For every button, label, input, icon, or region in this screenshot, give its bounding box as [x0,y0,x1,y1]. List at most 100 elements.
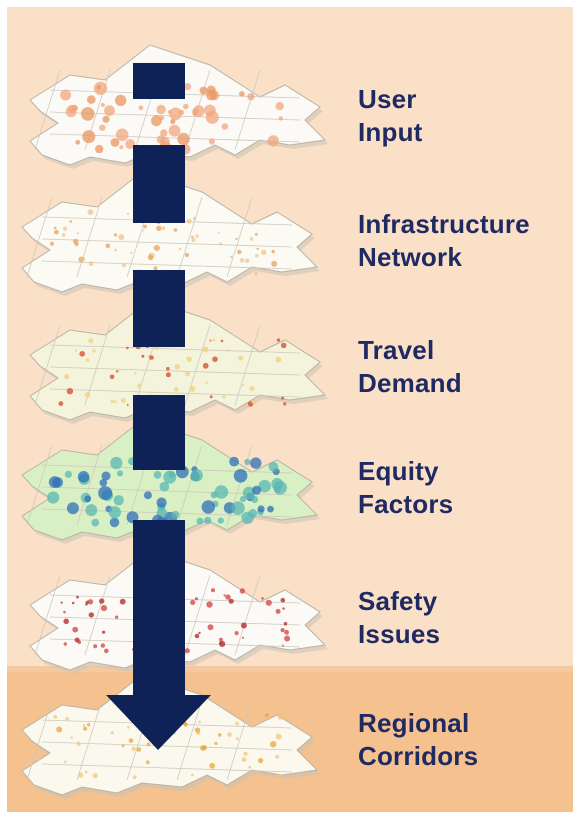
map-dot [125,139,136,149]
map-dot [63,642,67,646]
map-dot [275,101,284,111]
map-dot [146,742,151,747]
map-dot [131,746,136,752]
arrow-segment [133,520,185,640]
label-line-1: Equity [358,456,439,486]
map-dot [88,338,94,344]
map-dot [209,762,216,769]
map-dot [194,597,199,601]
map-dot [235,721,239,726]
map-dot [173,387,179,392]
map-dot [80,256,86,262]
map-dot [196,517,204,525]
map-dot [102,630,106,634]
map-dot [126,403,129,406]
map-dot [239,91,245,97]
map-dot [227,349,230,352]
map-layer-2 [21,171,320,296]
map-dot [160,129,168,137]
map-dot [235,737,239,741]
map-dot [119,145,124,150]
map-dot [163,470,177,484]
map-dot [282,607,285,610]
map-dot [142,229,145,232]
map-dot [47,491,60,504]
map-dot [267,135,279,147]
map-dot [271,260,278,267]
map-dot [64,470,72,478]
map-dot [105,243,111,249]
map-dot [127,726,130,729]
map-dot [87,599,94,605]
map-layer-1 [29,44,328,169]
arrow-shaft [133,640,185,695]
map-dot [156,497,167,508]
map-grid-line [26,444,53,526]
map-grid-line [176,196,203,278]
map-dot [212,356,218,363]
map-dot [264,713,269,718]
map-grid-line [41,260,293,270]
map-dot [88,612,95,618]
map-grid-line [226,699,253,781]
label-line-1: Safety [358,586,438,616]
map-dot [201,500,215,514]
map-dot [145,760,150,765]
map-dot [249,237,254,241]
map-dot [280,342,287,349]
map-dot [233,469,248,483]
map-dot [202,362,209,369]
label-safety-issues: Safety Issues [358,585,440,651]
map-dot [74,637,80,643]
map-dot [184,252,189,258]
map-dot [282,644,284,647]
map-dot [50,241,54,246]
label-line-2: Factors [358,489,454,519]
map-dot [84,495,92,503]
map-dot [156,225,162,231]
map-grid-line [234,69,261,151]
map-dot [72,626,79,633]
map-dot [214,741,218,746]
map-dot [48,476,61,488]
map-dot [126,346,129,350]
label-equity-factors: Equity Factors [358,455,453,521]
map-dot [275,754,280,759]
map-grid-line [234,324,261,406]
map-dot [278,773,283,778]
map-dot [152,246,155,249]
map-dot [242,486,256,499]
map-dot [92,773,98,779]
map-dot [239,588,246,594]
map-dot [95,144,104,154]
map-dot [261,249,267,255]
label-line-2: Demand [358,368,462,398]
map-dot [110,399,115,404]
map-dot [212,338,216,342]
map-dot [98,486,113,501]
map-dot [60,601,63,604]
map-dot [121,398,126,403]
map-dot [126,212,130,215]
map-dot [186,356,192,363]
map-dot [183,721,188,726]
map-dot [254,271,258,276]
map-dot [58,401,64,406]
map-dot [153,266,158,271]
map-dot [190,599,196,606]
map-dot [195,234,199,238]
map-dot [275,356,282,363]
map-dot [202,346,209,353]
map-dot [85,504,98,517]
map-dot [275,608,281,614]
map-grid-line [34,69,61,151]
label-travel-demand: Travel Demand [358,334,462,400]
map-dot [87,723,91,727]
map-dot [166,366,170,371]
map-grid-line [184,574,211,656]
map-dot [222,394,226,399]
label-line-2: Network [358,242,462,272]
map-dot [65,717,69,721]
map-dot [149,355,154,360]
map-dot [91,518,100,527]
